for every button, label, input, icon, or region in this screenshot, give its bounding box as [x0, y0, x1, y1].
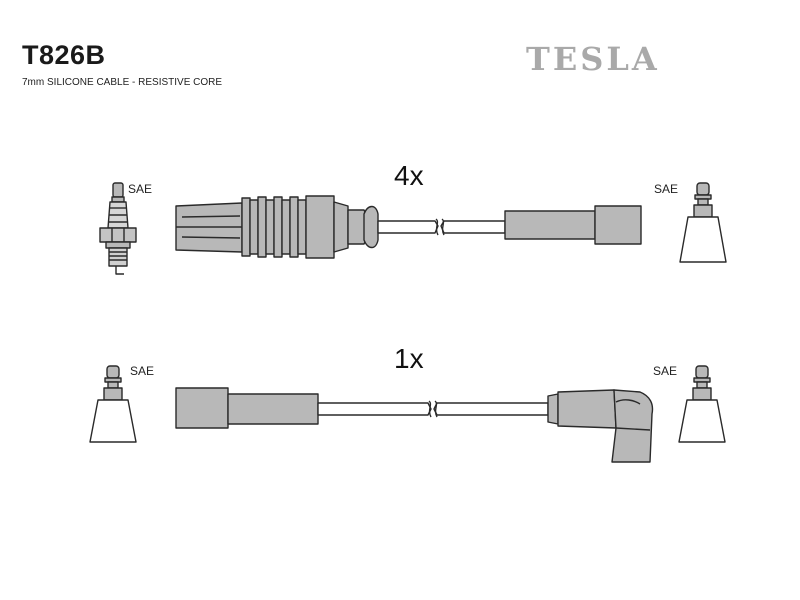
sae-label-bottom-left: SAE — [130, 364, 155, 378]
ignition-boot-straight — [504, 205, 642, 245]
sae-label-top-right: SAE — [654, 182, 679, 196]
part-number: T826B — [22, 40, 106, 70]
cable-description: 7mm SILICONE CABLE - RESISTIVE CORE — [22, 77, 223, 88]
ignition-boot-ribbed — [175, 195, 379, 259]
spark-plug-icon — [99, 182, 137, 275]
plug-terminal-icon — [89, 365, 137, 443]
plug-terminal-icon — [679, 182, 727, 263]
cable-quantity-bottom: 1x — [394, 343, 424, 374]
cable-quantity-top: 4x — [394, 160, 424, 191]
sae-label-bottom-right: SAE — [653, 364, 678, 378]
cable-wire-top — [377, 218, 506, 236]
cable-wire-bottom — [317, 400, 549, 418]
ignition-boot-straight — [175, 387, 319, 429]
brand-logo: TESLA — [526, 40, 660, 78]
plug-terminal-icon — [678, 365, 726, 443]
ignition-boot-angled — [547, 389, 654, 463]
sae-label-top-left: SAE — [128, 182, 153, 196]
